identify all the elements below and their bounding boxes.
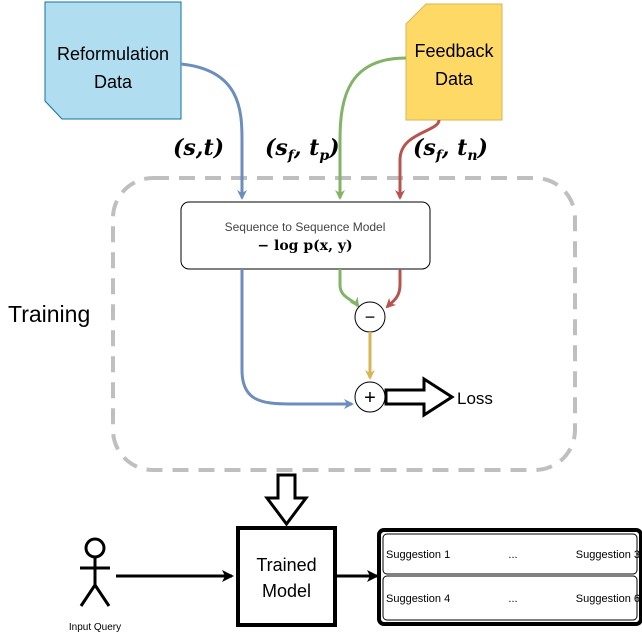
trained-model-line2: Model — [262, 581, 311, 601]
minus-symbol: − — [365, 307, 376, 327]
suggestion-ellipsis-1: ... — [508, 549, 517, 561]
red-to-minus-arrow — [385, 269, 402, 309]
input-query-label: Input Query — [69, 622, 121, 633]
model-to-plus-arrow — [240, 269, 354, 409]
feedback-negative-arrow — [395, 119, 441, 200]
training-region — [111, 176, 577, 472]
reformulation-label-line2: Data — [94, 72, 133, 92]
feedback-positive-arrow — [335, 56, 407, 200]
feedback-data-node: Feedback Data — [405, 3, 503, 121]
trained-model-line1: Trained — [256, 555, 316, 575]
feedback-label-line1: Feedback — [414, 41, 494, 61]
minus-operator: − — [354, 301, 386, 333]
training-to-model-arrow — [264, 473, 309, 527]
suggestion-3: Suggestion 3 — [576, 549, 640, 561]
model-formula: − log p(x, y) — [257, 238, 352, 254]
pair-label-sf-tn: (sf, tn) — [413, 135, 488, 164]
suggestion-ellipsis-2: ... — [508, 593, 517, 605]
reformulation-data-node: Reformulation Data — [44, 1, 182, 120]
user-icon — [79, 537, 111, 607]
suggestions-table: Suggestion 1 ... Suggestion 3 Suggestion… — [377, 528, 642, 626]
suggestion-6: Suggestion 6 — [576, 593, 640, 605]
model-title: Sequence to Sequence Model — [225, 220, 386, 234]
suggestion-4: Suggestion 4 — [386, 593, 450, 605]
loss-arrow — [384, 376, 455, 418]
feedback-label-line2: Data — [435, 69, 474, 89]
reformulation-to-model-arrow — [180, 62, 247, 200]
training-label: Training — [8, 301, 90, 327]
loss-label: Loss — [457, 389, 493, 408]
reformulation-label-line1: Reformulation — [57, 44, 169, 64]
plus-operator: + — [354, 381, 386, 413]
green-to-minus-arrow — [338, 269, 360, 308]
pair-label-sf-tp: (sf, tp) — [265, 135, 340, 164]
seq2seq-model-box: Sequence to Sequence Model − log p(x, y) — [180, 201, 431, 270]
suggestion-1: Suggestion 1 — [386, 549, 450, 561]
pair-label-s-t: (s,t) — [173, 135, 224, 161]
plus-symbol: + — [364, 387, 376, 409]
trained-model-box: Trained Model — [236, 526, 337, 627]
